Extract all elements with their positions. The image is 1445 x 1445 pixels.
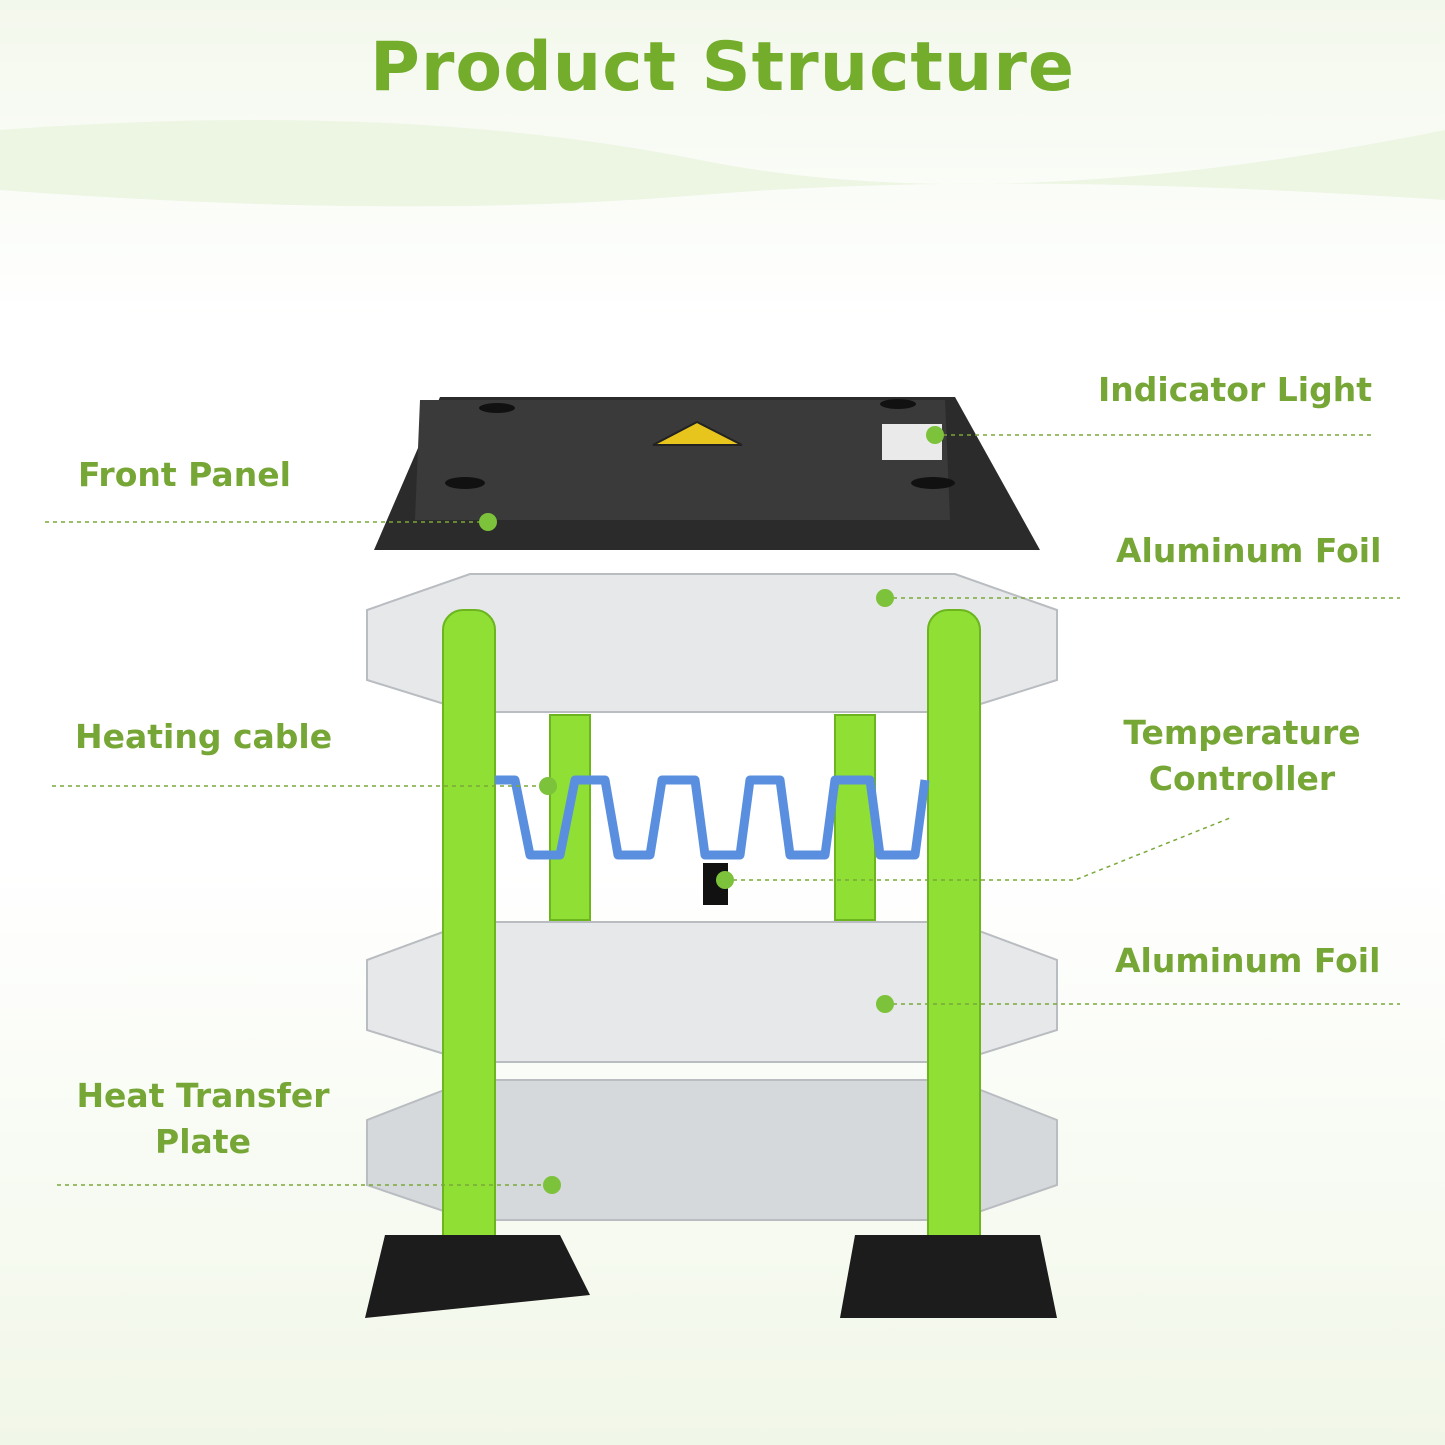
label-line: Controller [1148,759,1336,798]
label-line: Plate [155,1122,251,1161]
support-posts [442,609,981,1271]
label-indicator-light: Indicator Light [1098,370,1372,409]
label-heating-cable: Heating cable [75,717,333,756]
callout-dots [479,426,944,1194]
front-panel-graphic [374,397,1040,550]
label-line: Heat Transfer [76,1076,330,1115]
label-heat-transfer-plate: Heat Transfer Plate [60,1073,346,1165]
label-temperature-controller: Temperature Controller [1100,710,1384,802]
warning-sticker-icon [652,420,743,446]
label-aluminum-foil-bottom: Aluminum Foil [1115,941,1381,980]
feet [365,1235,1057,1318]
page-title: Product Structure [370,28,1075,107]
label-line: Temperature [1123,713,1361,752]
label-aluminum-foil-top: Aluminum Foil [1116,531,1382,570]
aluminum-plates [366,573,1058,1221]
label-front-panel: Front Panel [78,455,291,494]
heating-cable-graphic [495,775,930,860]
leader-lines [45,434,1400,1186]
header-wave [0,120,1445,207]
